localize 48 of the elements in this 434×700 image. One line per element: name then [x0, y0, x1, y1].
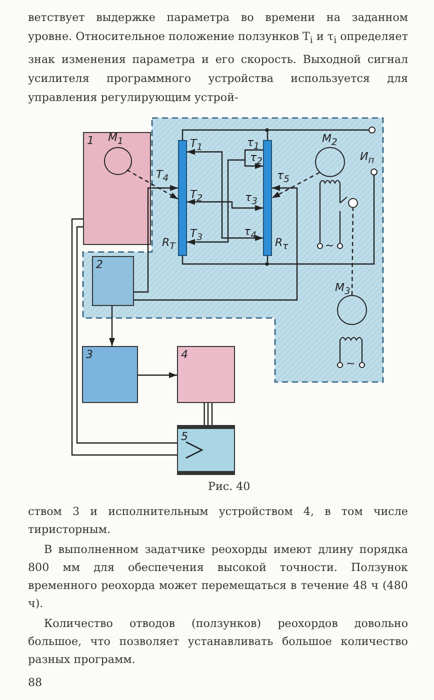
symbol-label: T$_{1}$ — [190, 137, 203, 154]
paragraph: ством 3 и исполнительным устройством 4, в том числе тиристорным. — [28, 504, 408, 538]
wire — [182, 256, 268, 265]
figure-caption: Рис. 40 — [208, 479, 250, 495]
motor-label: M$_{2}$ — [322, 132, 338, 150]
block — [177, 425, 235, 475]
paragraph: Количество отводов (ползунков) реохордов довольно большое, что позволяет устанавливать большое количество разных программ. — [28, 616, 408, 668]
motor-circle — [337, 295, 367, 325]
block-number: 2 — [96, 258, 103, 271]
block — [83, 132, 151, 245]
wire — [138, 372, 177, 378]
motor-label: M$_{3}$ — [335, 281, 350, 298]
block — [92, 256, 134, 306]
wire — [109, 306, 115, 346]
symbol-label: τ$_{1}$ — [247, 136, 260, 154]
symbol-label: T$_{2}$ — [190, 188, 203, 206]
paragraph: В выполненном задатчике реохорды имеют длину порядка 800 мм для обеспечения высокой точности. Ползунок временного реохорда может перемещаться в течение 48 ч (480 ч). — [28, 542, 408, 612]
symbol-label: τ$_{5}$ — [277, 169, 290, 186]
block — [82, 346, 138, 403]
block-number: 5 — [181, 430, 188, 443]
block-number: 1 — [87, 134, 94, 147]
block-number: 4 — [181, 348, 188, 361]
symbol-label: T$_{4}$ — [156, 168, 169, 186]
page-number: 88 — [28, 675, 42, 691]
motor-label: M$_{1}$ — [108, 131, 124, 148]
symbol-label: τ$_{2}$ — [250, 151, 262, 168]
wire — [134, 185, 178, 293]
symbol-label: ~ — [325, 239, 334, 252]
block-number: 3 — [86, 348, 93, 361]
symbol-label: И$_{п}$ — [360, 150, 374, 168]
wire — [204, 402, 213, 426]
rheostat-bar — [178, 140, 187, 256]
symbol-label: τ$_{3}$ — [245, 191, 258, 208]
paragraph: ветствует выдержке параметра во времени на заданном уровне. Относительное положение ползунков T$_{i}$ и τ$_{i}$ определяет знак изменения параметра и его скорость. Выходной сигнал усилителя программного устройства используется для управления регулирующим устрой- — [28, 10, 408, 106]
motor-circle — [104, 147, 132, 175]
wire — [134, 185, 298, 301]
mechanical-link — [272, 172, 320, 199]
symbol-label: ~ — [346, 357, 356, 370]
mechanical-link — [351, 208, 354, 295]
symbol-label: T$_{3}$ — [190, 227, 203, 244]
motor-circle — [315, 147, 345, 177]
rheostat-label: R$_{τ}$ — [275, 236, 288, 254]
mechanical-link — [126, 169, 178, 200]
wire — [182, 129, 268, 140]
block — [177, 346, 235, 403]
rheostat-bar — [263, 140, 272, 256]
rheostat-label: R$_{T}$ — [162, 236, 176, 254]
wire — [187, 198, 263, 211]
